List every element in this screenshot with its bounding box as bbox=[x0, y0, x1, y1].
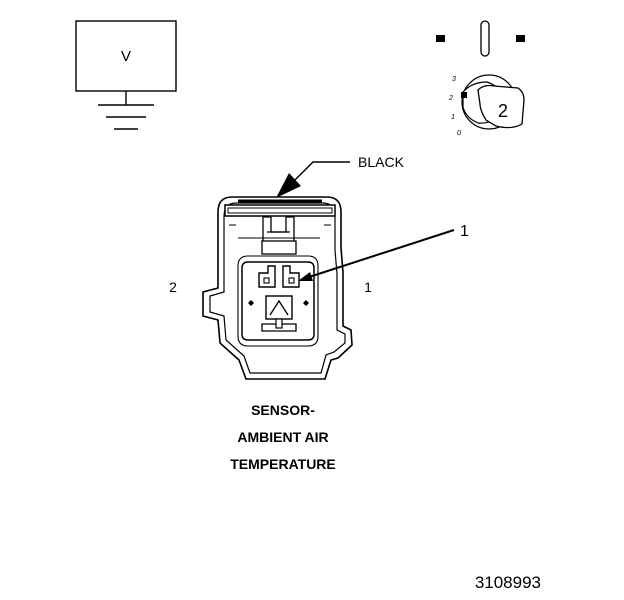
connector-key-window bbox=[265, 295, 293, 320]
color-leader bbox=[276, 161, 350, 198]
cavity-number-right: 1 bbox=[364, 279, 372, 295]
arrow-icon bbox=[276, 173, 301, 198]
terminal-callout-number: 1 bbox=[460, 223, 469, 240]
connector-name: SENSOR- AMBIENT AIR TEMPERATURE bbox=[230, 402, 336, 472]
connector-latch-bar bbox=[224, 204, 336, 217]
key-slot-icon bbox=[480, 20, 490, 57]
terminal-cavity-2 bbox=[258, 265, 276, 288]
connector-color-label: BLACK bbox=[358, 154, 405, 170]
voltmeter-box bbox=[75, 20, 177, 92]
voltmeter-symbol: V bbox=[75, 20, 177, 130]
key-side-mark-left bbox=[436, 35, 445, 42]
key-side-mark-right bbox=[516, 35, 525, 42]
figure-id: 3108993 bbox=[475, 573, 541, 592]
connector-name-line-2: AMBIENT AIR bbox=[237, 429, 328, 445]
cavity-number-left: 2 bbox=[169, 279, 177, 295]
arrow-icon bbox=[298, 272, 313, 281]
voltmeter-label: V bbox=[121, 48, 131, 65]
ground-icon bbox=[98, 104, 154, 130]
connector-name-line-1: SENSOR- bbox=[251, 402, 315, 418]
connector-face bbox=[202, 196, 353, 380]
key-position-3: 3 bbox=[452, 76, 456, 83]
key-position-1: 1 bbox=[451, 114, 455, 121]
key-position-0: 0 bbox=[457, 130, 461, 137]
terminal-callout-leader bbox=[298, 229, 455, 281]
ignition-key-symbol: 3 2 1 0 2 bbox=[436, 20, 525, 137]
terminal-cavity-1 bbox=[282, 265, 300, 288]
key-selected-position: 2 bbox=[498, 101, 508, 121]
key-position-2: 2 bbox=[448, 95, 453, 102]
key-switch-icon bbox=[461, 74, 525, 130]
connector-name-line-3: TEMPERATURE bbox=[230, 456, 336, 472]
